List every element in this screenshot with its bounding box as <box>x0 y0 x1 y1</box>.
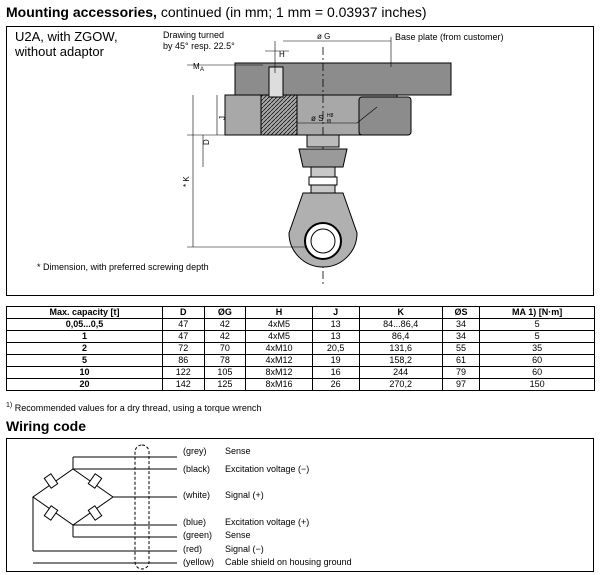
hex-nut <box>298 148 348 168</box>
bridge-circuit <box>32 444 177 570</box>
turned-note: Drawing turned by 45° resp. 22.5° <box>163 30 235 51</box>
technical-drawing: H ø G M A J D ø S H8 f8 * K <box>182 32 452 287</box>
base-plate <box>234 62 452 96</box>
dimension-note: * Dimension, with preferred screwing dep… <box>37 262 209 272</box>
wire-color-green: (green) <box>183 530 213 540</box>
wire-color-grey: (grey) <box>183 446 207 456</box>
wire-function-signal-pos: Signal (+) <box>225 490 264 500</box>
dim-S: ø S <box>311 114 323 123</box>
section-title: Mounting accessories, continued (in mm; … <box>6 4 427 20</box>
col-K: K <box>358 306 443 319</box>
dim-J: J <box>218 116 227 120</box>
wire-function-signal-neg: Signal (−) <box>225 544 264 554</box>
svg-text:H8: H8 <box>327 113 334 119</box>
sensor-side <box>358 96 412 136</box>
wire-color-white: (white) <box>183 490 211 500</box>
screw <box>268 66 284 98</box>
wire-color-black: (black) <box>183 464 211 474</box>
svg-text:A: A <box>200 67 204 73</box>
col-H: H <box>245 306 313 319</box>
wire-function-shield: Cable shield on housing ground <box>225 557 352 567</box>
wiring-diagram: (grey) Sense (black) Excitation voltage … <box>6 438 594 572</box>
col-D: D <box>161 306 205 319</box>
footnote: 1) Recommended values for a dry thread, … <box>6 402 262 413</box>
variant-label: U2A, with ZGOW, without adaptor <box>15 29 118 59</box>
col-J: J <box>311 306 360 319</box>
mounting-drawing: U2A, with ZGOW, without adaptor Drawing … <box>6 26 594 296</box>
dim-G: ø G <box>317 32 330 41</box>
wire-color-blue: (blue) <box>183 517 207 527</box>
wire-function-excitation-neg: Excitation voltage (−) <box>225 464 310 474</box>
dim-D: D <box>202 139 211 145</box>
dim-MA: M <box>193 62 200 71</box>
col-MA: MA 1) [N·m] <box>479 306 595 319</box>
col-G: ØG <box>203 306 247 319</box>
wiring-title: Wiring code <box>6 418 86 434</box>
wire-function-sense: Sense <box>225 446 251 456</box>
col-capacity: Max. capacity [t] <box>6 306 163 319</box>
base-plate-label: Base plate (from customer) <box>395 32 504 42</box>
svg-text:f8: f8 <box>327 119 331 125</box>
dim-K: * K <box>182 176 191 187</box>
spec-table: Max. capacity [t] D ØG H J K ØS MA 1) [N… <box>6 306 595 391</box>
adaptor-section <box>260 94 298 136</box>
wire-function-excitation-pos: Excitation voltage (+) <box>225 517 310 527</box>
table-header-row: Max. capacity [t] D ØG H J K ØS MA 1) [N… <box>6 306 595 319</box>
wire-color-red: (red) <box>183 544 203 554</box>
col-S: ØS <box>441 306 481 319</box>
dim-H: H <box>279 50 285 59</box>
wire-color-yellow: (yellow) <box>183 557 215 567</box>
wire-function-sense-2: Sense <box>225 530 251 540</box>
